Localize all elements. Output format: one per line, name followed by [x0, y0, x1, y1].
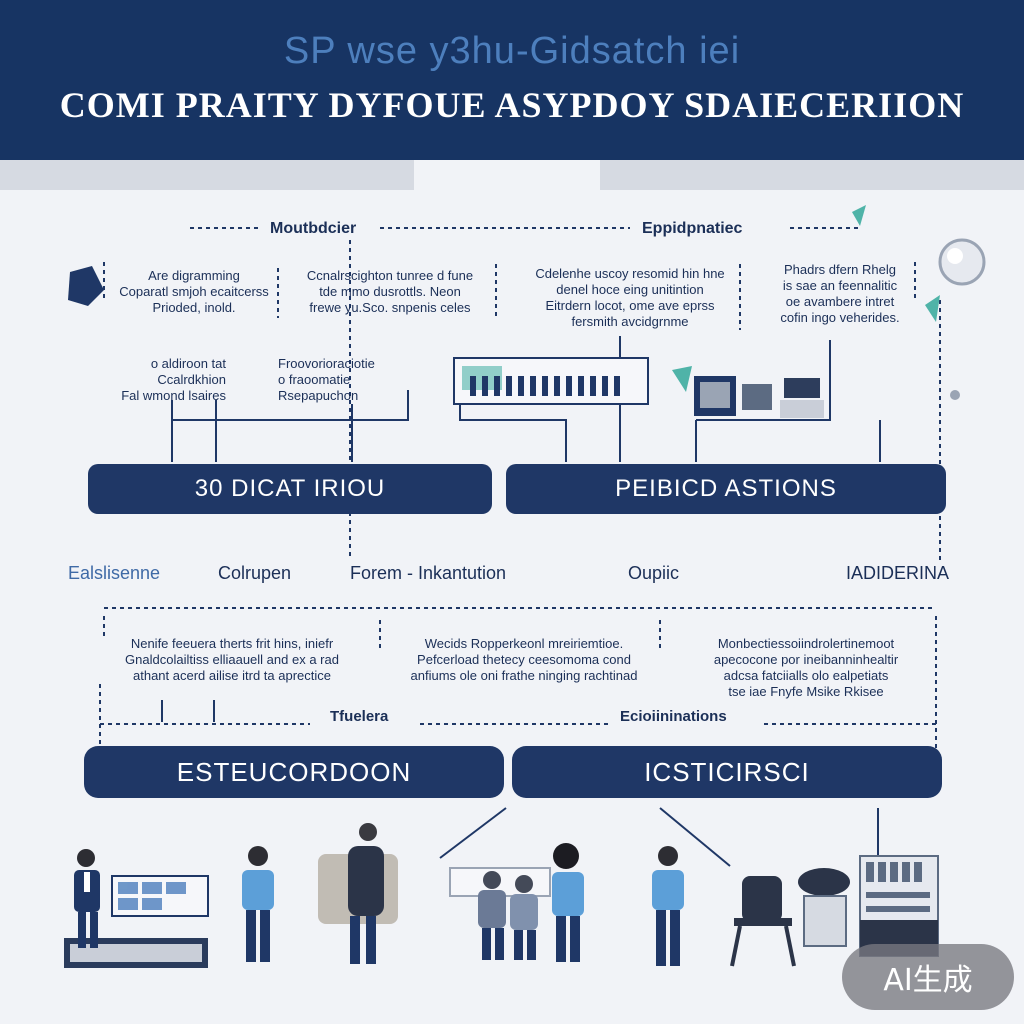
- bottom-note-2-line-2: Pefcerload thetecy ceesomoma cond: [417, 652, 631, 667]
- middle-label-2: Colrupen: [218, 563, 292, 583]
- bottom-note-1-line-1: Nenife feeuera therts frit hins, iniefr: [130, 636, 334, 651]
- bottom-left-label: Tfuelera: [330, 708, 389, 725]
- bottom-note-2-line-1: Wecids Ropperkeonl mreiriemtioe.: [424, 636, 624, 651]
- top-note-4: Phadrs dfern Rhelg is sae an feennalitic…: [760, 262, 920, 326]
- top-note-3-line-2: denel hoce eing unitintion: [556, 282, 704, 297]
- middle-label-5: IADIDERINA: [846, 563, 950, 583]
- sub-note-2-line-3: Rsepapuchon: [278, 388, 359, 403]
- top-note-4-line-4: cofin ingo veherides.: [780, 310, 900, 325]
- bottom-note-1: Nenife feeuera therts frit hins, iniefr …: [104, 636, 360, 684]
- banner-right-1: PEIBICD ASTIONS: [506, 464, 946, 514]
- banner-right-2: ICSTICIRSCI: [512, 746, 942, 798]
- banner-left-2: ESTEUCORDOON: [84, 746, 504, 798]
- top-left-label: Moutbdcier: [270, 220, 357, 237]
- top-note-3: Cdelenhe uscoy resomid hin hne denel hoc…: [530, 266, 730, 330]
- top-note-1-line-3: Prioded, inold.: [152, 300, 236, 315]
- sub-note-2-line-1: Froovorioraciotie: [278, 356, 375, 371]
- bottom-note-3: Monbectiessoiindrolertinemoot apecocone …: [690, 636, 922, 700]
- top-note-2-line-1: Ccnalrscighton tunree d fune: [306, 268, 474, 283]
- top-note-1: Are digramming Coparatl smjoh ecaitcerss…: [108, 268, 280, 316]
- bottom-right-label: Ecioiininations: [620, 708, 727, 725]
- sub-note-1: o aldiroon tat Ccalrdkhion Fal wmond lsa…: [96, 356, 226, 404]
- sub-note-1-line-3: Fal wmond lsaires: [121, 388, 226, 403]
- header-title: COMI PRAITY DYFOUE ASYPDOY SDAIECERIION: [59, 85, 965, 125]
- bottom-note-3-line-3: adcsa fatciialls olo ealpetiats: [723, 668, 889, 683]
- header-bar: [0, 0, 1024, 160]
- bottom-note-2: Wecids Ropperkeonl mreiriemtioe. Pefcerl…: [392, 636, 656, 684]
- header-tab-right: [600, 160, 1024, 190]
- header-tab-left: [0, 160, 414, 190]
- top-note-4-line-1: Phadrs dfern Rhelg: [783, 262, 896, 277]
- top-note-3-line-4: fersmith avcidgrnme: [571, 314, 689, 329]
- sub-note-1-line-1: o aldiroon tat: [150, 356, 226, 371]
- sub-note-2: Froovorioraciotie o fraoomatie Rsepapuch…: [278, 356, 408, 404]
- top-note-1-line-2: Coparatl smjoh ecaitcerss: [119, 284, 269, 299]
- top-note-4-line-2: is sae an feennalitic: [782, 278, 898, 293]
- top-note-2-line-3: frewe yu.Sco. snpenis celes: [309, 300, 471, 315]
- bottom-note-3-line-4: tse iae Fnyfe Msike Rkisee: [728, 684, 884, 699]
- top-note-3-line-3: Eitrdern locot, ome ave eprss: [545, 298, 715, 313]
- header-subtitle: SP wse y3hu-Gidsatch iei: [283, 30, 741, 72]
- bottom-note-3-line-2: apecocone por ineibanninhealtir: [713, 652, 899, 667]
- top-right-label: Eppidpnatiec: [642, 220, 743, 237]
- sub-note-2-line-2: o fraoomatie: [278, 372, 351, 387]
- middle-label-1: Ealslisenne: [68, 563, 161, 583]
- banner-left-1: 30 DICAT IRIOU: [88, 464, 492, 514]
- bottom-note-1-line-3: athant acerd ailise itrd ta aprectice: [133, 668, 331, 683]
- ai-generated-badge: AI生成: [842, 944, 1014, 1010]
- top-note-2: Ccnalrscighton tunree d fune tde mmo dus…: [290, 268, 490, 316]
- bottom-note-1-line-2: Gnaldcolailtiss elliaauell and ex a rad: [125, 652, 339, 667]
- top-note-1-line-1: Are digramming: [148, 268, 240, 283]
- top-note-2-line-2: tde mmo dusrottls. Neon: [319, 284, 461, 299]
- top-note-4-line-3: oe avambere intret: [785, 294, 895, 309]
- sub-note-1-line-2: Ccalrdkhion: [157, 372, 226, 387]
- top-note-3-line-1: Cdelenhe uscoy resomid hin hne: [535, 266, 725, 281]
- middle-label-3: Forem - Inkantution: [350, 563, 507, 583]
- bottom-note-3-line-1: Monbectiessoiindrolertinemoot: [717, 636, 895, 651]
- middle-label-4: Oupiic: [628, 563, 680, 583]
- bottom-note-2-line-3: anfiums ole oni frathe ninging rachtinad: [410, 668, 638, 683]
